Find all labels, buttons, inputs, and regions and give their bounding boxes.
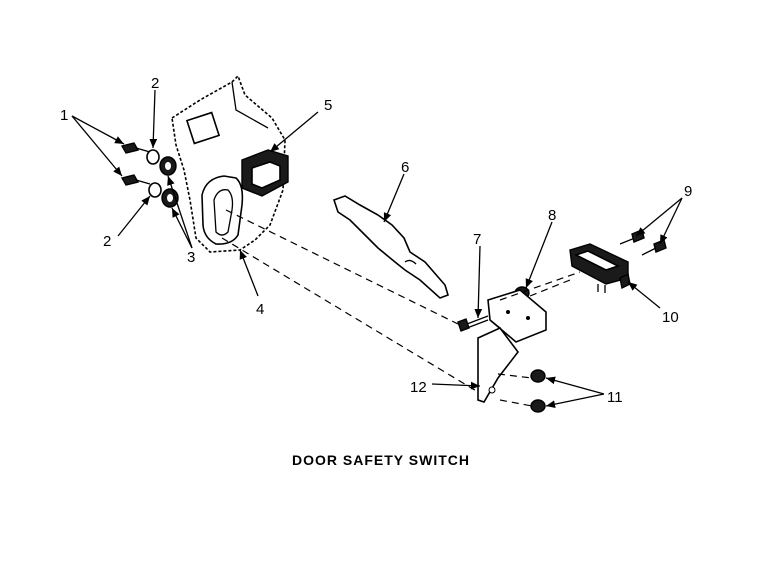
leader-lines [71, 89, 683, 408]
lever-part-6 [332, 195, 449, 299]
callout-2-top: 2 [151, 75, 159, 92]
nuts-part-11 [530, 369, 546, 413]
callout-12: 12 [410, 379, 427, 396]
callout-5: 5 [324, 97, 332, 114]
callout-2-bottom: 2 [103, 233, 111, 250]
callout-8: 8 [548, 207, 556, 224]
screw-part-7 [457, 315, 489, 332]
callout-1: 1 [60, 107, 68, 124]
bracket-part-12 [477, 289, 547, 403]
screws-part-9 [619, 229, 667, 256]
washers-part-2 [146, 149, 162, 198]
callout-11: 11 [607, 389, 623, 406]
callout-3: 3 [187, 249, 195, 266]
callout-10: 10 [662, 309, 679, 326]
nuts-part-3 [159, 156, 179, 208]
callout-9: 9 [684, 183, 692, 200]
screws-part-1 [120, 142, 151, 186]
plug-part-5 [241, 149, 289, 197]
callout-7: 7 [473, 231, 481, 248]
assembly-dashed-lines [221, 209, 581, 407]
latch-housing-part-4 [171, 74, 286, 253]
callout-6: 6 [401, 159, 409, 176]
switch-part-10 [569, 243, 631, 293]
diagram-caption: DOOR SAFETY SWITCH [292, 452, 470, 468]
callout-4: 4 [256, 301, 264, 318]
